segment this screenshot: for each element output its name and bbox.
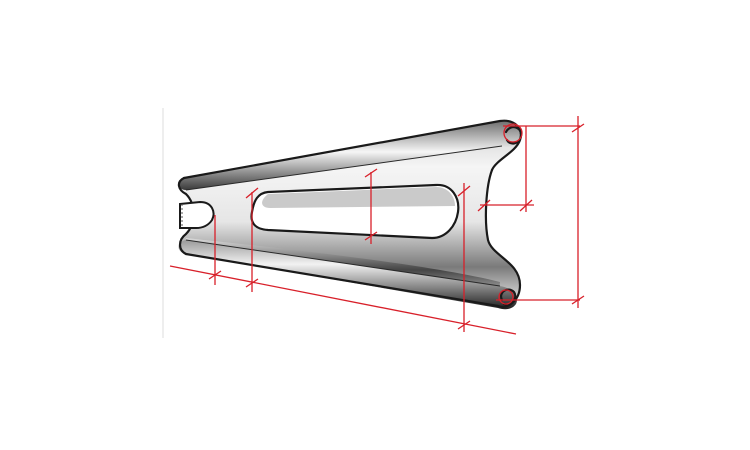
top-bead-diameter-mark <box>503 123 523 143</box>
slot-inner-shadow <box>262 187 455 208</box>
bottom-length-dimension <box>169 265 517 335</box>
tick <box>457 185 471 197</box>
tick <box>364 168 378 178</box>
tick <box>457 320 471 330</box>
tick <box>477 199 491 212</box>
end-hole <box>179 200 215 229</box>
tick <box>245 187 259 199</box>
tick <box>571 295 585 305</box>
tick <box>245 278 259 288</box>
top-bead <box>178 120 521 190</box>
tick <box>519 199 533 212</box>
bottom-bead-diameter-mark <box>498 289 514 305</box>
bottom-bead-end-curl <box>500 288 517 306</box>
bottom-bead <box>178 240 518 310</box>
elongated-slot <box>250 183 460 240</box>
dimension-lines <box>169 116 585 335</box>
bottom-edge-outline <box>184 252 500 308</box>
tick <box>208 270 222 280</box>
tick <box>364 231 378 241</box>
tick <box>571 123 585 133</box>
top-bead-inner-line <box>185 145 503 191</box>
bottom-bead-inner-line <box>185 239 501 287</box>
